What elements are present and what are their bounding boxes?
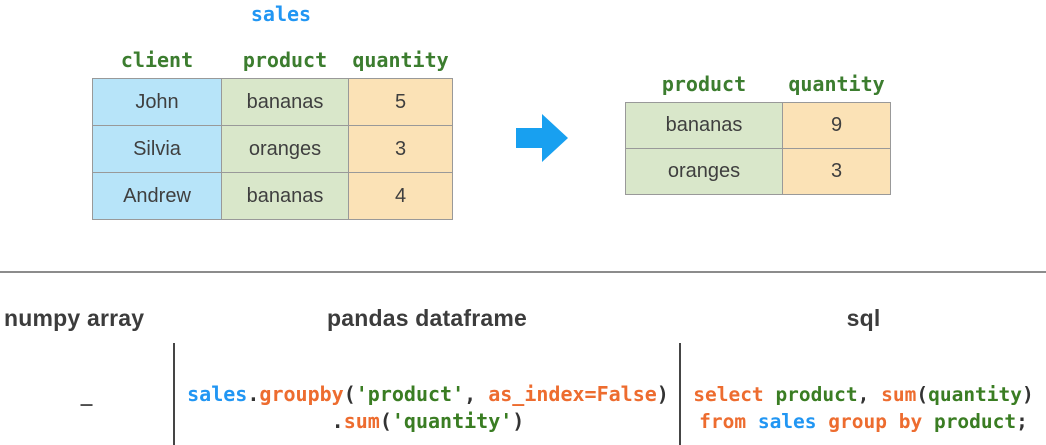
table-header-cell: client [120, 48, 194, 72]
code-token: product [933, 409, 1017, 433]
code-token: ( [916, 383, 929, 406]
code-line: from sales group by product; [683, 409, 1044, 436]
code-token [746, 410, 758, 433]
table-row: Andrew bananas 4 [92, 172, 453, 220]
code-token: sales [187, 382, 248, 406]
code-token [817, 410, 829, 433]
sql-column-label: sql [846, 305, 881, 331]
code-token: sum [343, 408, 380, 433]
table-header-cell: product [242, 48, 328, 72]
table-cell: Andrew [92, 172, 222, 220]
code-token: _ [80, 382, 93, 406]
table-header-row: product quantity [626, 66, 891, 103]
table-cell: 4 [348, 172, 453, 220]
code-token [922, 410, 934, 433]
pandas-column-label: pandas dataframe [326, 305, 528, 331]
sales-source-table: client product quantity John bananas 5 S… [92, 42, 453, 220]
code-token: 'product' [355, 382, 465, 406]
code-token: , [464, 382, 489, 406]
table-header-cell: product [661, 72, 747, 96]
code-token: ) [512, 408, 525, 433]
code-token: sum [881, 383, 917, 406]
table-cell: Silvia [92, 125, 222, 173]
grouped-result-table: product quantity bananas 9 oranges 3 [625, 66, 891, 195]
code-token: 'quantity' [391, 408, 513, 433]
code-token: from [699, 409, 747, 433]
code-token [764, 383, 776, 406]
code-line: .sum('quantity') [177, 408, 679, 435]
code-token: . [247, 382, 260, 406]
table-cell: oranges [625, 148, 783, 195]
code-token: groupby [259, 382, 344, 406]
code-token: . [331, 408, 344, 433]
code-token: ) [656, 382, 669, 406]
table-cell: 3 [348, 125, 453, 173]
numpy-code: _ [0, 381, 173, 408]
table-header-row: client product quantity [93, 42, 453, 79]
table-cell: bananas [221, 78, 349, 126]
code-token: ; [1016, 409, 1028, 433]
code-line: sales.groupby('product', as_index=False) [177, 381, 679, 408]
code-token: select [693, 383, 764, 406]
code-token: ( [343, 382, 356, 406]
sales-table-title: sales [250, 2, 312, 26]
table-cell: 5 [348, 78, 453, 126]
code-token: quantity [928, 383, 1023, 406]
sql-code: select product, sum(quantity)from sales … [683, 382, 1044, 435]
table-header-cell: quantity [788, 72, 885, 96]
table-cell: John [92, 78, 222, 126]
column-divider [679, 343, 681, 445]
code-token: ) [1022, 383, 1034, 406]
code-token: as_index=False [488, 382, 657, 406]
code-line: _ [0, 381, 173, 408]
table-row: Silvia oranges 3 [92, 125, 453, 173]
section-divider [0, 271, 1046, 273]
numpy-column-label: numpy array [4, 305, 145, 331]
table-cell: 9 [782, 102, 891, 149]
code-token: , [857, 383, 882, 406]
column-divider [173, 343, 175, 445]
table-row: John bananas 5 [92, 78, 453, 126]
table-row: bananas 9 [625, 102, 891, 149]
table-cell: bananas [625, 102, 783, 149]
code-token: sales [757, 409, 817, 433]
right-arrow-icon [516, 112, 568, 164]
table-cell: 3 [782, 148, 891, 195]
code-token: group by [828, 409, 923, 433]
code-token: product [775, 383, 858, 406]
table-header-cell: quantity [352, 48, 449, 72]
table-row: oranges 3 [625, 148, 891, 195]
table-cell: oranges [221, 125, 349, 173]
code-line: select product, sum(quantity) [683, 382, 1044, 409]
code-token: ( [379, 408, 392, 433]
pandas-code: sales.groupby('product', as_index=False)… [177, 381, 679, 434]
table-cell: bananas [221, 172, 349, 220]
